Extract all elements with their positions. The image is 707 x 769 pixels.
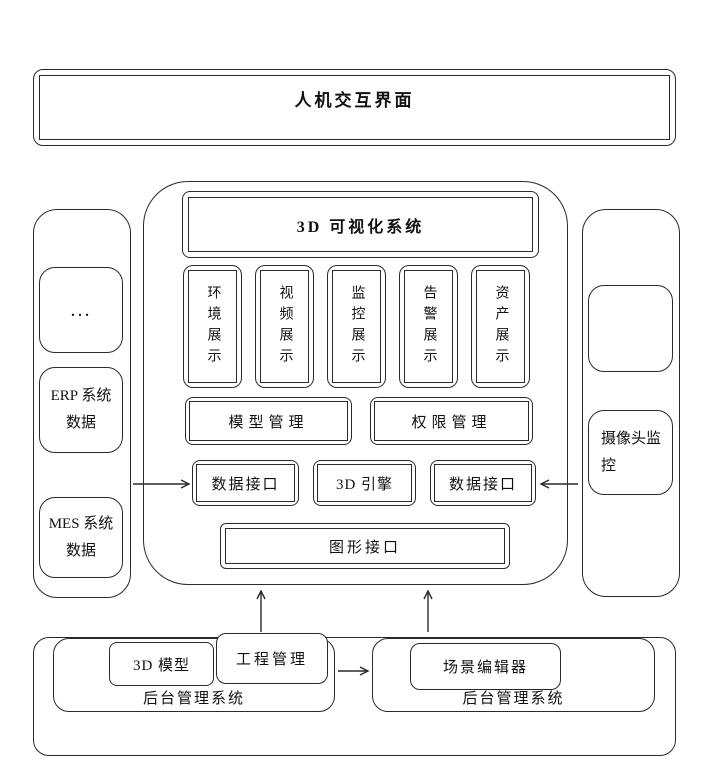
camera-panel: [582, 209, 680, 597]
mes-data-label: MES 系统数据: [48, 515, 114, 559]
display-environment-label: 环境展示: [205, 284, 221, 369]
camera-monitor-label: 摄像头监控: [601, 430, 662, 474]
erp-data-label: ERP 系统数据: [50, 388, 112, 431]
display-box-monitor: 监控展示: [327, 265, 386, 388]
data-interface-left-box: 数据接口: [192, 460, 299, 506]
data-interface-left-label: 数据接口: [211, 476, 280, 493]
engine-box: 3D 引擎: [313, 460, 416, 506]
display-alarm-label: 告警展示: [421, 284, 437, 369]
erp-data-box: ERP 系统数据: [39, 367, 123, 453]
graphics-interface-box: 图形接口: [220, 523, 510, 569]
display-box-video: 视频展示: [255, 265, 314, 388]
data-interface-right-box: 数据接口: [430, 460, 536, 506]
display-box-alarm: 告警展示: [399, 265, 458, 388]
more-data-box: ...: [39, 267, 123, 353]
hmi-box: 人机交互界面: [33, 69, 676, 146]
graphics-interface-label: 图形接口: [328, 539, 401, 556]
camera-empty-box: [588, 285, 673, 372]
camera-monitor-box: 摄像头监控: [588, 410, 673, 495]
engine-label: 3D 引擎: [335, 476, 394, 493]
backend-system-right-label: 后台管理系统: [462, 691, 565, 707]
visualization-title-box: 3D 可视化系统: [182, 191, 539, 258]
project-management-label: 工程管理: [235, 652, 308, 668]
display-box-environment: 环境展示: [183, 265, 242, 388]
model-management-label: 模型管理: [228, 414, 309, 431]
data-interface-right-label: 数据接口: [448, 476, 517, 493]
project-management-box: 工程管理: [216, 633, 328, 684]
scene-editor-label: 场景编辑器: [442, 660, 528, 676]
model-3d-label: 3D 模型: [132, 657, 191, 674]
display-video-label: 视频展示: [277, 284, 293, 369]
backend-system-left-label: 后台管理系统: [142, 691, 245, 707]
model-management-box: 模型管理: [185, 397, 352, 445]
mes-data-box: MES 系统数据: [39, 497, 123, 578]
more-data-label: ...: [70, 298, 92, 321]
model-3d-box: 3D 模型: [109, 642, 214, 686]
scene-editor-box: 场景编辑器: [410, 643, 561, 690]
permission-management-label: 权限管理: [411, 414, 492, 431]
visualization-title: 3D 可视化系统: [296, 218, 425, 236]
hmi-label: 人机交互界面: [294, 91, 415, 110]
permission-management-box: 权限管理: [370, 397, 533, 445]
display-box-asset: 资产展示: [471, 265, 530, 388]
display-monitor-label: 监控展示: [349, 284, 365, 369]
display-asset-label: 资产展示: [493, 284, 509, 369]
